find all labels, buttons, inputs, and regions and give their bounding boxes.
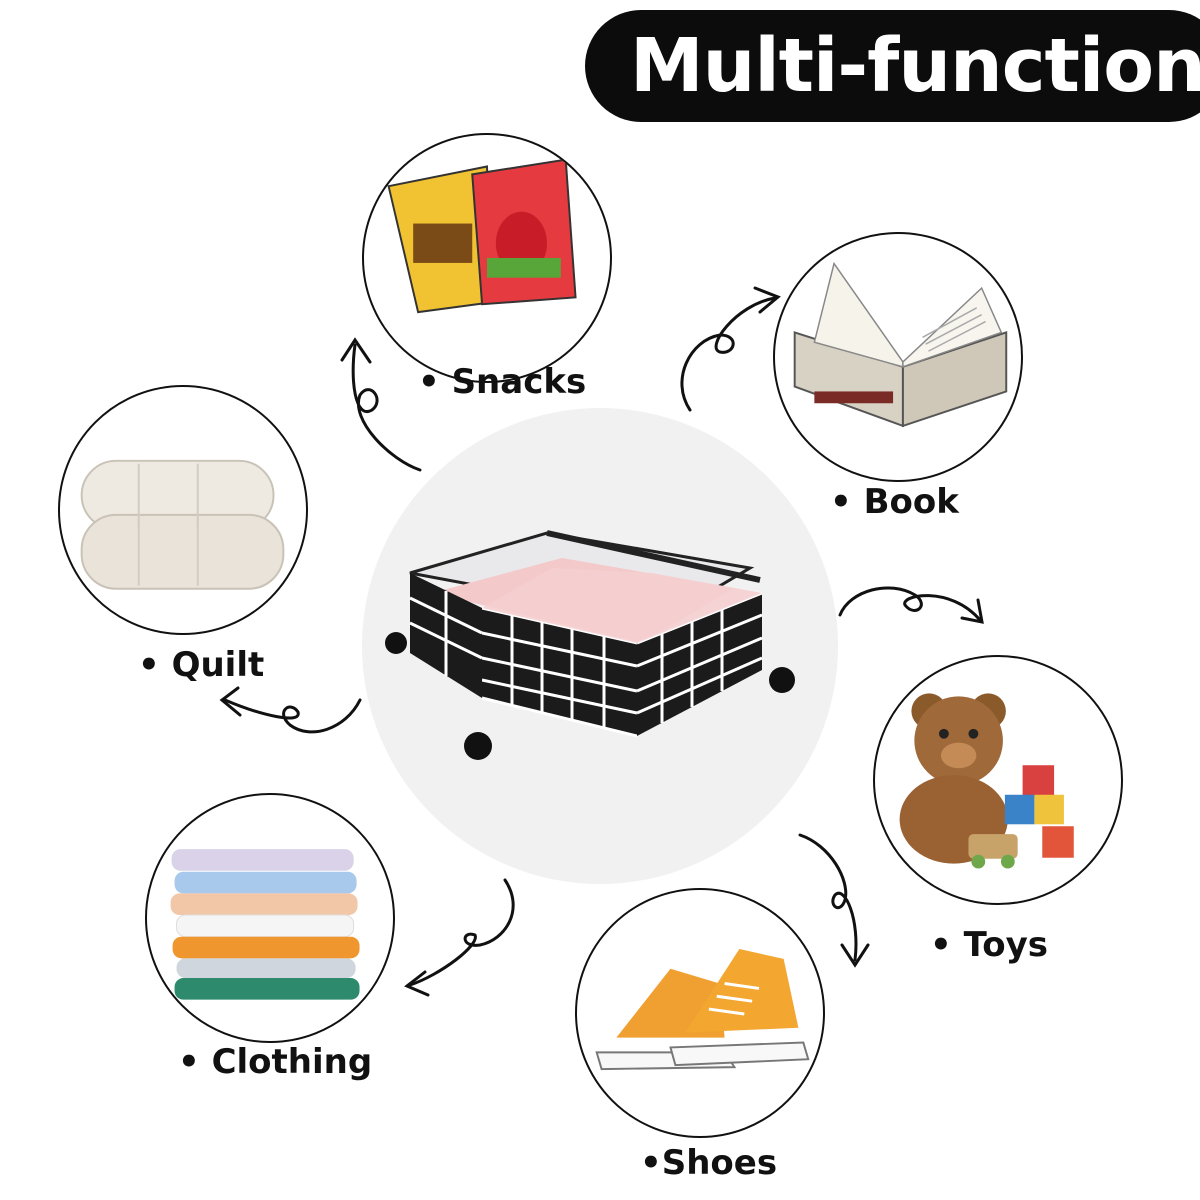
banner-title: Multi-function	[630, 23, 1200, 109]
arrow-head-book	[753, 286, 781, 314]
quilt-circle	[58, 385, 308, 635]
toys-circle	[873, 655, 1123, 905]
arrow-head-shoes	[840, 943, 870, 968]
quilt-label: • Quilt	[138, 645, 265, 685]
open-book-icon	[793, 261, 1008, 428]
toys-label: • Toys	[930, 925, 1049, 965]
clothing-circle	[145, 793, 395, 1043]
book-label: • Book	[830, 482, 959, 522]
arrow-head-toys	[960, 598, 984, 624]
arrow-head-snacks	[340, 337, 372, 364]
snacks-label: • Snacks	[418, 362, 587, 402]
arrow-to-book	[680, 296, 777, 412]
sneakers-icon	[595, 949, 810, 1071]
shoes-label: •Shoes	[640, 1143, 778, 1183]
arrow-head-clothing	[404, 970, 430, 997]
arrow-head-quilt	[219, 686, 242, 717]
clothing-label: • Clothing	[178, 1042, 373, 1082]
snack-bags-icon	[387, 158, 577, 314]
clothes-stack-icon	[170, 849, 360, 1000]
snacks-circle	[362, 133, 612, 383]
book-circle	[773, 232, 1023, 482]
arrow-to-quilt	[223, 698, 362, 734]
underbed-storage-cart-icon	[362, 408, 838, 884]
title-banner: Multi-function	[585, 10, 1200, 122]
teddy-bear-icon	[899, 693, 1074, 869]
shoes-circle	[575, 888, 825, 1138]
folded-quilt-icon	[80, 459, 285, 590]
arrow-to-clothing	[408, 878, 515, 987]
arrow-to-toys	[838, 586, 982, 622]
